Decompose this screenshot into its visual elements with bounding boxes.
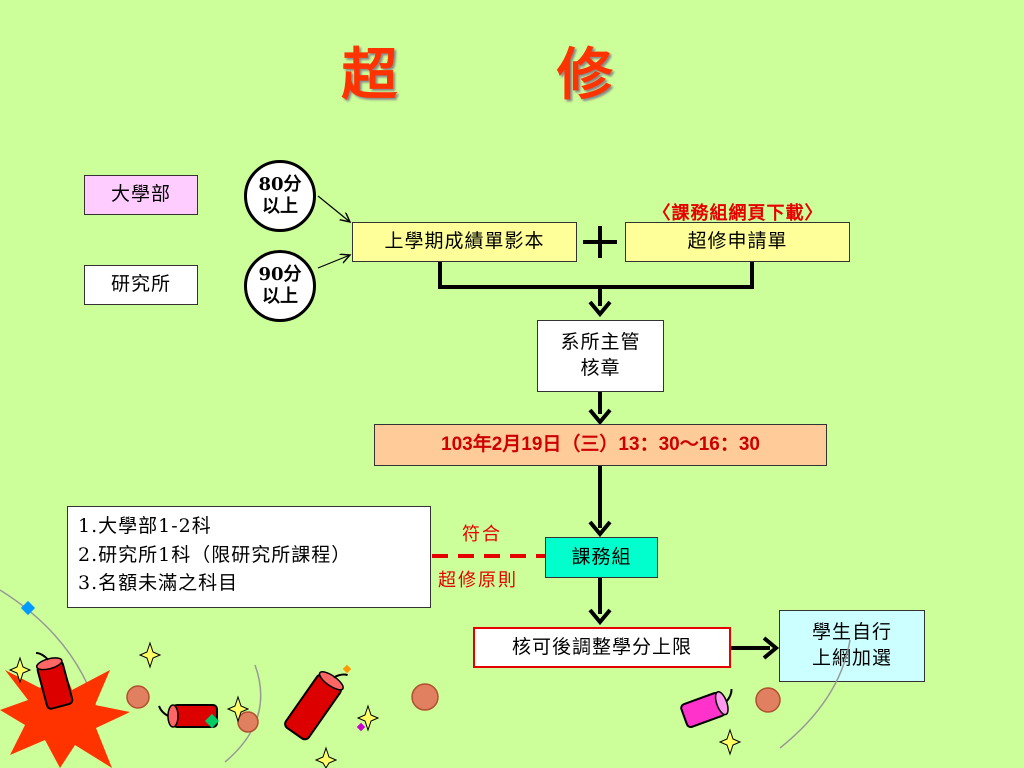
dept-approval-line1: 系所主管	[560, 331, 641, 354]
undergrad-score-value: 80分	[258, 173, 302, 195]
deadline-box: 103年2月19日（三）13：30～16：30	[374, 424, 827, 466]
sparkle-icon	[138, 641, 162, 669]
sparkle-icon	[356, 704, 380, 732]
office-box: 課務組	[545, 537, 658, 578]
dept-approval-box: 系所主管 核章	[537, 320, 664, 392]
arrowhead-2	[588, 408, 612, 426]
arrowhead-1	[588, 300, 612, 318]
firecracker-icon	[35, 651, 74, 710]
principle-label: 超修原則	[438, 570, 518, 591]
rules-box: 1.大學部1-2科 2.研究所1科（限研究所課程） 3.名額未滿之科目	[67, 506, 431, 608]
firecracker-icon	[284, 671, 348, 741]
undergrad-arrow	[317, 195, 350, 222]
transcript-box: 上學期成績單影本	[352, 222, 577, 262]
student-action-line1: 學生自行	[811, 621, 892, 644]
dept-approval-line2: 核章	[580, 357, 621, 379]
grad-arrow	[317, 255, 350, 269]
arrowhead-3	[588, 520, 612, 538]
diamond-icon	[20, 600, 36, 616]
student-action-line2: 上網加選	[811, 647, 892, 669]
grad-box: 研究所	[84, 265, 198, 305]
rule-item: 3.名額未滿之科目	[78, 572, 239, 594]
student-action-box: 學生自行 上網加選	[779, 610, 925, 682]
firecracker-icon	[680, 688, 733, 728]
plus-icon	[583, 226, 617, 258]
sparkle-icon	[226, 695, 250, 723]
diamond-icon	[204, 713, 220, 729]
grad-score-circle: 90分 以上	[244, 250, 316, 322]
rule-item: 1.大學部1-2科	[78, 515, 212, 537]
grad-score-value: 90分	[258, 263, 302, 285]
application-box: 超修申請單	[625, 222, 850, 262]
grad-score-suffix: 以上	[262, 286, 298, 307]
smoke-puff-icon	[126, 685, 150, 709]
download-note: 〈課務組網頁下載〉	[652, 203, 824, 224]
sparkle-icon	[314, 746, 338, 768]
diamond-icon	[342, 664, 352, 674]
undergrad-score-circle: 80分 以上	[244, 160, 316, 232]
sparkle-icon	[8, 656, 32, 684]
match-label: 符合	[462, 524, 502, 545]
explosion-burst-icon	[0, 660, 130, 768]
undergrad-box: 大學部	[84, 175, 198, 215]
sparkle-icon	[718, 728, 742, 756]
undergrad-score-suffix: 以上	[262, 196, 298, 217]
diamond-icon	[356, 722, 366, 732]
page-title: 超 修	[341, 42, 683, 108]
adjust-credit-box: 核可後調整學分上限	[473, 627, 731, 668]
rule-item: 2.研究所1科（限研究所課程）	[78, 543, 352, 566]
smoke-puff-icon	[237, 711, 259, 733]
smoke-puff-icon	[411, 683, 439, 711]
smoke-puff-icon	[755, 687, 781, 713]
firecracker-icon	[158, 704, 218, 728]
arrowhead-4	[588, 608, 612, 626]
join-bracket	[438, 262, 754, 289]
arrowhead-5	[762, 636, 780, 660]
